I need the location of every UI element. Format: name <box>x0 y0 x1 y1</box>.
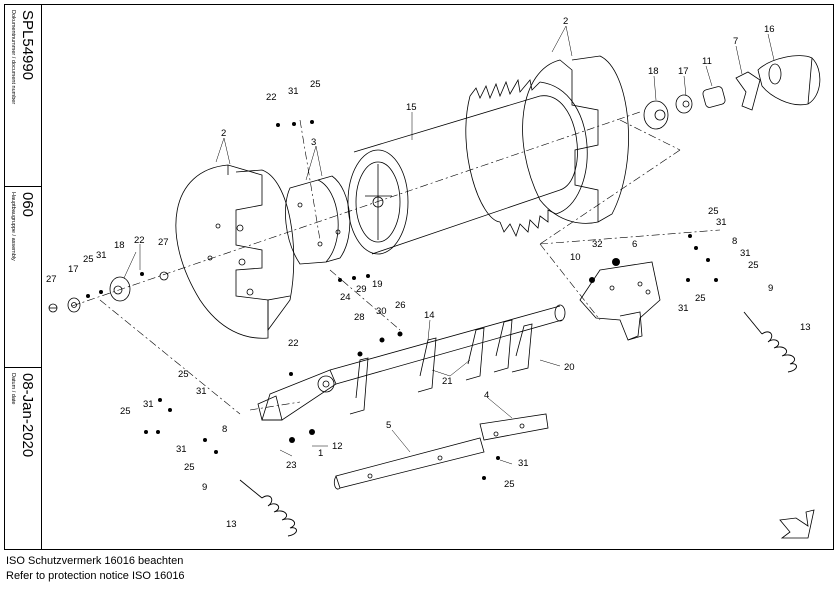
callout-1: 1 <box>318 448 323 459</box>
left-hub-parts <box>48 271 169 313</box>
callout-11: 11 <box>702 56 712 67</box>
callout-22: 22 <box>288 338 299 349</box>
callout-16: 16 <box>764 24 775 35</box>
callout-27: 27 <box>46 274 57 285</box>
callout-17: 17 <box>68 264 79 275</box>
right-guard-disk <box>522 55 629 224</box>
title-block-divider <box>4 367 42 368</box>
callout-31: 31 <box>518 458 529 469</box>
callout-8: 8 <box>222 424 227 435</box>
title-block: Dokumentnummer / document number SPL5499… <box>4 4 42 550</box>
callout-4: 4 <box>484 390 489 401</box>
springs <box>239 311 797 537</box>
callout-18: 18 <box>648 66 659 77</box>
callout-23: 23 <box>286 460 297 471</box>
callout-25: 25 <box>504 479 515 490</box>
callout-24: 24 <box>340 292 351 303</box>
left-guard-disk <box>175 164 295 339</box>
callout-6: 6 <box>632 239 637 250</box>
callout-22: 22 <box>266 92 277 103</box>
callout-12: 12 <box>332 441 343 452</box>
leader-lines <box>123 25 775 465</box>
right-hub-parts <box>643 55 821 130</box>
callout-32: 32 <box>592 239 603 250</box>
callout-5: 5 <box>386 420 391 431</box>
callout-29: 29 <box>356 284 367 295</box>
callout-7: 7 <box>733 36 738 47</box>
exploded-view-drawing: 2 2 3 15 16 7 11 17 18 22 31 25 27 17 25… <box>42 4 834 550</box>
drawing-frame <box>4 4 834 550</box>
callout-27: 27 <box>158 237 169 248</box>
callout-25: 25 <box>310 79 321 90</box>
callout-25: 25 <box>120 406 131 417</box>
callout-31: 31 <box>678 303 689 314</box>
sprocket <box>465 78 588 238</box>
callout-31: 31 <box>143 399 154 410</box>
skid-plates <box>333 413 549 490</box>
callout-9: 9 <box>768 283 773 294</box>
callout-10: 10 <box>570 252 581 263</box>
callout-20: 20 <box>564 362 575 373</box>
callout-numbers: 2 2 3 15 16 7 11 17 18 22 31 25 27 17 25… <box>46 16 811 530</box>
callout-31: 31 <box>716 217 727 228</box>
title-block-divider <box>4 186 42 187</box>
callout-13: 13 <box>800 322 811 333</box>
drum <box>347 95 578 255</box>
direction-arrow-icon <box>779 509 815 539</box>
callout-25: 25 <box>748 260 759 271</box>
callout-14: 14 <box>424 310 435 321</box>
callout-31: 31 <box>96 250 107 261</box>
tines <box>349 319 533 415</box>
cover-plates <box>285 175 351 265</box>
callout-25: 25 <box>695 293 706 304</box>
callout-19: 19 <box>372 279 383 290</box>
callout-25: 25 <box>184 462 195 473</box>
protection-notice-de: ISO Schutzvermerk 16016 beachten <box>6 555 184 567</box>
callout-25: 25 <box>178 369 189 380</box>
callout-18: 18 <box>114 240 125 251</box>
callout-30: 30 <box>376 306 387 317</box>
right-bracket <box>579 261 661 341</box>
callout-25: 25 <box>708 206 719 217</box>
callout-31: 31 <box>740 248 751 259</box>
callout-2: 2 <box>563 16 568 27</box>
callout-8: 8 <box>732 236 737 247</box>
callout-22: 22 <box>134 235 145 246</box>
callout-21: 21 <box>442 376 453 387</box>
center-lines <box>71 111 721 415</box>
callout-31: 31 <box>196 386 207 397</box>
callout-15: 15 <box>406 102 417 113</box>
callout-9: 9 <box>202 482 207 493</box>
shaft <box>257 304 566 421</box>
callout-25: 25 <box>83 254 94 265</box>
callout-31: 31 <box>288 86 299 97</box>
callout-2: 2 <box>221 128 226 139</box>
callout-26: 26 <box>395 300 406 311</box>
fasteners <box>86 120 718 480</box>
protection-notice-en: Refer to protection notice ISO 16016 <box>6 570 185 582</box>
callout-28: 28 <box>354 312 365 323</box>
callout-13: 13 <box>226 519 237 530</box>
callout-3: 3 <box>311 137 316 148</box>
callout-31: 31 <box>176 444 187 455</box>
callout-17: 17 <box>678 66 689 77</box>
